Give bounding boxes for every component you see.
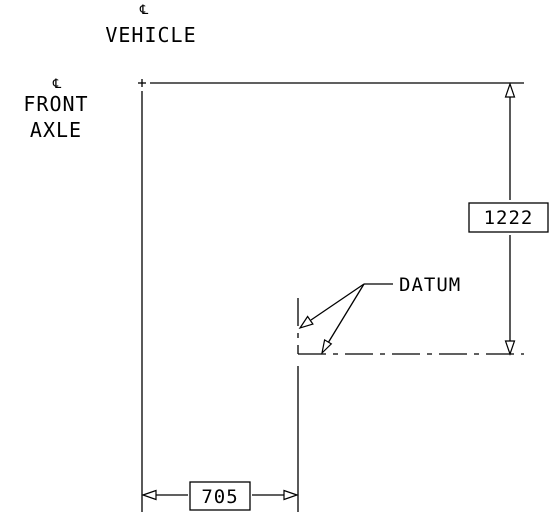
horizontal-dimension-value: 705 (201, 486, 238, 508)
vehicle-centerline-symbol: ℄ (139, 3, 149, 18)
dimension-arrow-left (141, 489, 157, 501)
datum-leader (298, 283, 393, 355)
front-axle-label-front: FRONT (23, 92, 88, 116)
datum-label: DATUM (399, 274, 461, 296)
dimension-arrow-right (283, 489, 299, 501)
vertical-dimension-value: 1222 (484, 207, 534, 229)
dimension-arrow-down (504, 340, 516, 356)
horizontal-dimension-box (189, 481, 251, 511)
front-axle-label-axle: AXLE (30, 118, 82, 142)
dimension-arrow-up (504, 82, 516, 98)
datum-leader-arrow-1 (298, 315, 314, 330)
origin-cross-marker (138, 79, 146, 87)
vertical-dimension-box (468, 202, 549, 233)
front-axle-centerline-symbol: ℄ (52, 77, 62, 92)
vertical-dimension: 1222 (468, 82, 549, 356)
datum-leader-arrow-2 (321, 338, 333, 355)
horizontal-dimension: 705 (141, 481, 299, 511)
vehicle-centerline-label: VEHICLE (105, 23, 196, 47)
